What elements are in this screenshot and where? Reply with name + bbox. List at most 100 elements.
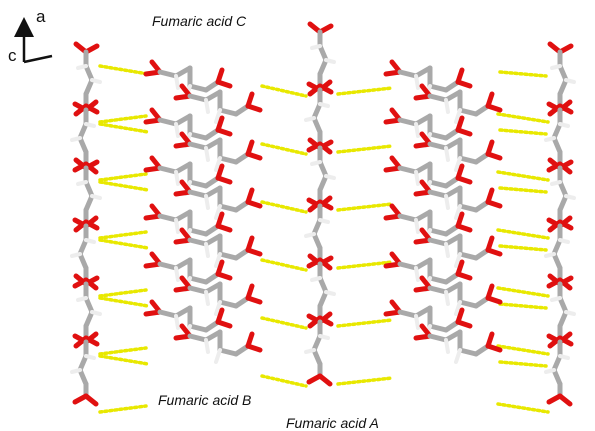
fumaric-molecule [383,299,473,340]
hydrogen-bond-stick [324,174,336,180]
oxygen-bond [215,307,225,325]
hydrogen-bond [98,172,148,182]
carbon-bond [427,131,449,141]
hydrogen-bond-stick [550,180,562,186]
carbon-bond [187,131,209,141]
hydrogen-bond-stick [544,252,556,258]
carbon-bond [187,275,209,285]
label-fumaric-acid-c: Fumaric acid C [152,13,247,29]
hydrogen-bond [260,200,308,214]
a-axis-label: a [36,7,46,26]
carbon-bond [317,289,329,309]
carbon-bond [83,295,95,315]
carbon-bond [311,333,323,353]
hydrogen-bond [260,84,308,98]
hydrogen-bond [98,114,148,124]
hydrogen-bond [98,64,150,76]
hydrogen-bond-stick [304,232,316,238]
hydrogen-bond-stick [454,204,462,220]
carbon-bond [217,155,239,165]
fumaric-molecule [413,227,503,268]
carbon-bond [427,83,449,93]
carbon-bond [427,179,449,189]
carbon-bond [83,77,95,97]
fumaric-molecule [143,203,233,244]
carbon-bond [187,93,209,103]
carbon-bond [157,261,179,271]
fumaric-molecule [383,59,473,100]
hydrogen-bond-stick [564,194,576,200]
carbon-bond [427,93,449,103]
oxygen-bond [485,91,495,109]
hydrogen-bond [98,122,150,134]
hydrogen-bond-stick [550,64,562,70]
carbon-bond [557,193,569,213]
carbon-bond [217,251,239,261]
carbon-bond [317,43,329,63]
carbon-bond [311,101,323,121]
axis-indicator [13,17,53,64]
hydrogen-bond-stick [564,310,576,316]
carbon-bond [83,179,95,199]
carbon-bond [317,275,329,295]
hydrogen-bond-stick [318,102,330,108]
fumaric-molecule [413,275,503,316]
hydrogen-bond-stick [558,354,570,360]
carbon-bond [551,251,563,271]
hydrogen-bond-stick [544,136,556,142]
carbon-bond [187,333,209,343]
hydrogen-bond [260,316,308,330]
hydrogen-bond-stick [204,98,210,114]
label-fumaric-acid-a: Fumaric acid A [286,415,379,431]
carbon-bond [317,159,329,179]
carbon-bond [427,285,449,295]
carbon-bond [457,251,479,261]
hydrogen-bond [260,142,308,156]
oxygen-bond [306,373,323,385]
hydrogen-bond [260,374,308,388]
fumaric-molecule [383,155,473,196]
carbon-bond [217,347,239,357]
carbon-bond [187,179,209,189]
carbon-bond [187,285,209,295]
hydrogen-bond-stick [414,74,420,90]
oxygen-bond [215,211,225,229]
hydrogen-bond-stick [214,108,222,124]
carbon-bond [83,193,95,213]
carbon-bond [397,165,419,175]
hydrogen-bond-stick [454,252,462,268]
hydrogen-bond [98,238,150,250]
c-axis-label: c [8,46,17,65]
carbon-bond [557,309,569,329]
hydrogen-bond-stick [214,300,222,316]
carbon-bond [311,231,323,251]
carbon-bond [557,63,569,83]
carbon-bond [457,347,479,357]
label-fumaric-acid-b: Fumaric acid B [158,392,252,408]
hydrogen-bond-stick [310,160,322,166]
hydrogen-bond-stick [318,218,330,224]
hydrogen-bond-stick [70,368,82,374]
hydrogen-bond [260,258,308,272]
oxygen-bond [72,393,89,405]
hydrogen-bond-stick [204,242,210,258]
carbon-bond [457,155,479,165]
hydrogen-bond [98,180,150,192]
carbon-bond [317,57,329,77]
oxygen-bond [245,331,255,349]
hydrogen-bond-stick [174,122,180,138]
hydrogen-bond [98,346,148,356]
oxygen-bond [245,283,255,301]
fumaric-molecule [304,311,333,387]
oxygen-bond [485,235,495,253]
hydrogen-bond-stick [310,276,322,282]
carbon-bond [77,367,89,387]
carbon-bond [217,203,239,213]
carbon-bond [551,237,563,257]
hydrogen-bond [498,186,548,194]
hydrogen-bond [496,170,550,182]
hydrogen-bond [336,376,394,386]
carbon-bond [427,333,449,343]
hydrogen-bond [336,318,394,328]
oxygen-bond [455,211,465,229]
